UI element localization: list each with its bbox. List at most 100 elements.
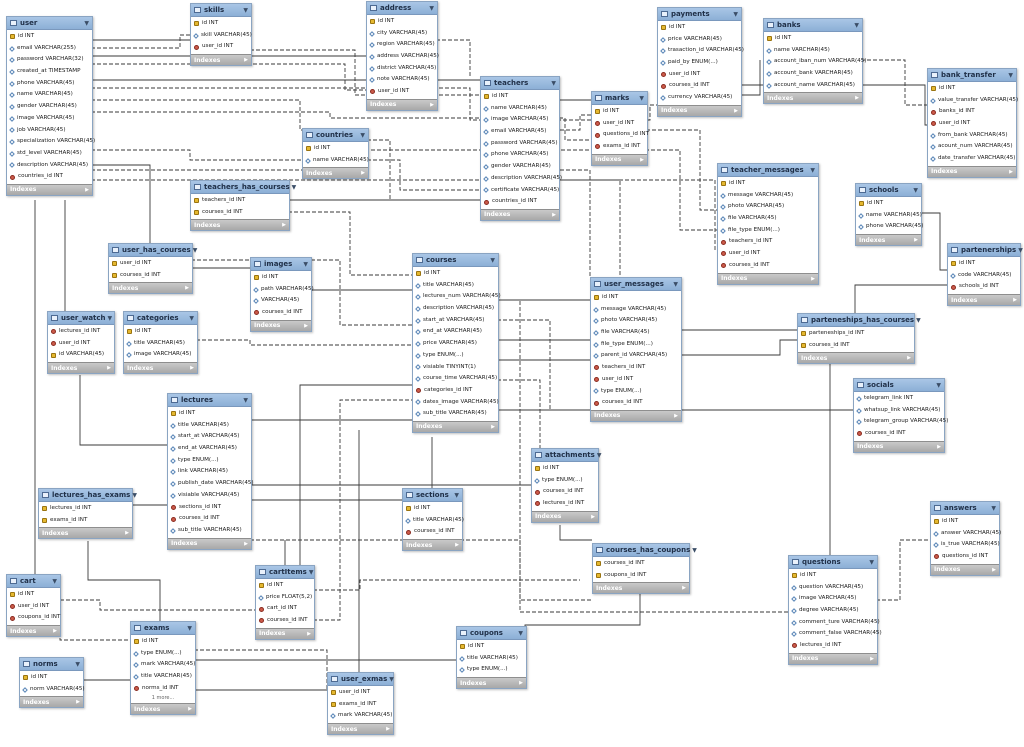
column-row[interactable]: value_transfer VARCHAR(45) — [928, 95, 1018, 107]
collapse-caret-icon[interactable]: ▼ — [360, 131, 365, 139]
collapse-caret-icon[interactable]: ▼ — [596, 451, 602, 459]
indexes-footer[interactable]: Indexes▶ — [789, 652, 877, 664]
indexes-footer[interactable]: Indexes▶ — [764, 92, 862, 104]
collapse-caret-icon[interactable]: ▼ — [243, 6, 248, 14]
column-row[interactable]: courses_id INT — [109, 270, 192, 282]
column-row[interactable]: user_id INT — [7, 601, 60, 613]
column-row[interactable]: courses_id INT — [251, 307, 311, 319]
column-row[interactable]: job VARCHAR(45) — [7, 125, 92, 137]
column-row[interactable]: message VARCHAR(45) — [591, 304, 681, 316]
indexes-footer[interactable]: Indexes▶ — [256, 627, 314, 639]
column-row[interactable]: paid_by ENUM(...) — [658, 57, 741, 69]
indexes-footer[interactable]: Indexes▶ — [7, 183, 92, 195]
indexes-footer[interactable]: Indexes▶ — [856, 234, 921, 246]
column-row[interactable]: id INT — [367, 16, 437, 28]
column-row[interactable]: publish_date VARCHAR(45) — [168, 478, 254, 490]
indexes-footer[interactable]: Indexes▶ — [328, 723, 393, 735]
column-row[interactable]: email VARCHAR(255) — [7, 43, 92, 55]
expand-caret-icon[interactable]: ▶ — [244, 57, 248, 64]
collapse-caret-icon[interactable]: ▼ — [107, 314, 113, 322]
column-row[interactable]: sections_id INT — [168, 502, 251, 514]
column-row[interactable]: id INT — [413, 268, 498, 280]
column-row[interactable]: gender VARCHAR(45) — [481, 161, 559, 173]
column-row[interactable]: id INT — [457, 641, 526, 653]
column-row[interactable]: id INT — [658, 22, 741, 34]
column-row[interactable]: file VARCHAR(45) — [591, 327, 681, 339]
column-row[interactable]: specialization VARCHAR(45) — [7, 136, 95, 148]
collapse-caret-icon[interactable]: ▼ — [1008, 71, 1013, 79]
column-row[interactable]: password VARCHAR(45) — [481, 138, 559, 150]
table-header[interactable]: schools▼ — [856, 184, 921, 197]
expand-caret-icon[interactable]: ▶ — [811, 275, 815, 282]
column-row[interactable]: id INT — [191, 18, 251, 30]
collapse-caret-icon[interactable]: ▼ — [551, 79, 556, 87]
indexes-footer[interactable]: Indexes▶ — [20, 696, 83, 708]
column-row[interactable]: image VARCHAR(45) — [7, 113, 92, 125]
indexes-footer[interactable]: Indexes▶ — [532, 510, 598, 522]
column-row[interactable]: photo VARCHAR(45) — [591, 315, 681, 327]
column-row[interactable]: file_type ENUM(...) — [718, 225, 818, 237]
table-header[interactable]: attachments▼ — [532, 449, 601, 462]
table-header[interactable]: partenerships▼ — [948, 244, 1023, 257]
column-row[interactable]: id INT — [591, 292, 681, 304]
column-row[interactable]: lectures_id INT — [789, 640, 877, 652]
column-row[interactable]: VARCHAR(45) — [251, 295, 311, 307]
column-row[interactable]: countries_id INT — [7, 171, 92, 183]
column-row[interactable]: id INT — [20, 672, 83, 684]
indexes-footer[interactable]: Indexes▶ — [124, 362, 197, 374]
column-row[interactable]: norms_id INT — [131, 683, 195, 695]
column-row[interactable]: acount_num VARCHAR(45) — [928, 141, 1016, 153]
column-row[interactable]: account_name VARCHAR(45) — [764, 80, 862, 92]
column-row[interactable]: name VARCHAR(45) — [303, 155, 369, 167]
column-row[interactable]: schools_id INT — [948, 281, 1020, 293]
column-row[interactable]: account_bank VARCHAR(45) — [764, 68, 862, 80]
column-row[interactable]: courses_id INT — [591, 397, 681, 409]
collapse-caret-icon[interactable]: ▼ — [187, 624, 192, 632]
indexes-footer[interactable]: Indexes▶ — [413, 420, 498, 432]
column-row[interactable]: file VARCHAR(45) — [718, 213, 818, 225]
expand-caret-icon[interactable]: ▶ — [53, 628, 57, 635]
indexes-footer[interactable]: Indexes▶ — [592, 153, 647, 165]
column-row[interactable]: question VARCHAR(45) — [789, 582, 877, 594]
column-row[interactable]: id INT — [532, 463, 598, 475]
table-header[interactable]: answers▼ — [931, 502, 999, 515]
indexes-footer[interactable]: Indexes▶ — [191, 54, 251, 66]
expand-caret-icon[interactable]: ▶ — [455, 542, 459, 549]
column-row[interactable]: trasaction_id VARCHAR(45) — [658, 45, 744, 57]
column-row[interactable]: id INT — [764, 33, 862, 45]
collapse-caret-icon[interactable]: ▼ — [308, 568, 314, 576]
table-header[interactable]: categories▼ — [124, 312, 197, 325]
column-row[interactable]: cart_id INT — [256, 603, 314, 615]
column-row[interactable]: lectures_id INT — [48, 326, 114, 338]
collapse-caret-icon[interactable]: ▼ — [639, 94, 644, 102]
table-header[interactable]: images▼ — [251, 258, 311, 271]
column-row[interactable]: id INT — [256, 580, 314, 592]
column-row[interactable]: name VARCHAR(45) — [7, 89, 92, 101]
expand-caret-icon[interactable]: ▶ — [674, 412, 678, 419]
collapse-caret-icon[interactable]: ▼ — [518, 629, 523, 637]
table-header[interactable]: parteneships_has_courses▼ — [798, 314, 921, 327]
indexes-footer[interactable]: Indexes▶ — [191, 219, 289, 231]
expand-caret-icon[interactable]: ▶ — [491, 423, 495, 430]
expand-caret-icon[interactable]: ▶ — [107, 365, 111, 372]
column-row[interactable]: created_at TIMESTAMP — [7, 66, 92, 78]
column-row[interactable]: user_id INT — [367, 86, 437, 98]
column-row[interactable]: end_at VARCHAR(45) — [168, 443, 251, 455]
column-row[interactable]: sub_title VARCHAR(45) — [413, 408, 498, 420]
collapse-caret-icon[interactable]: ▼ — [303, 260, 308, 268]
column-row[interactable]: name VARCHAR(45) — [856, 210, 922, 222]
indexes-footer[interactable]: Indexes▶ — [593, 582, 689, 594]
indexes-footer[interactable]: Indexes▶ — [798, 352, 914, 364]
column-row[interactable]: id INT — [7, 31, 92, 43]
